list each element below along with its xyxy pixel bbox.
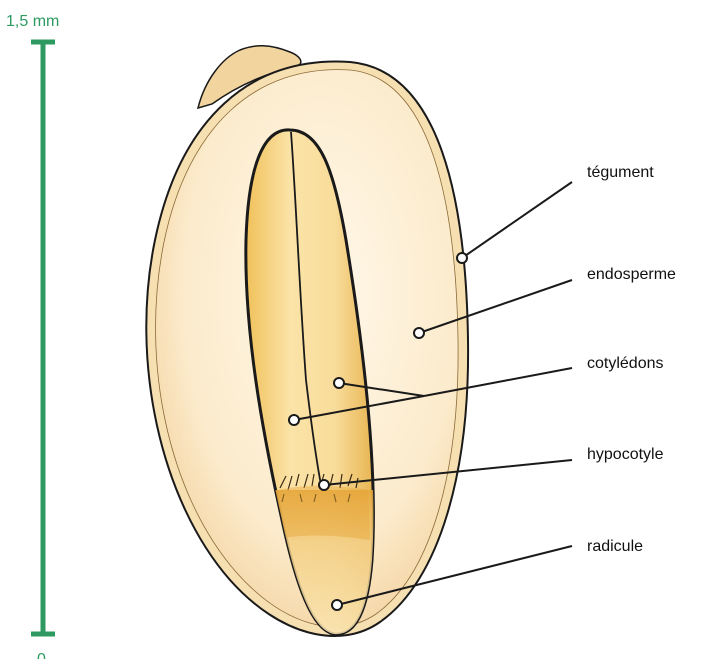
label-radicule: radicule (587, 538, 643, 555)
marker-endosperme (414, 328, 424, 338)
marker-hypocotyle (319, 480, 329, 490)
marker-cotyledon-2 (289, 415, 299, 425)
marker-radicule (332, 600, 342, 610)
scale-bar: 1,5 mm 0 (6, 13, 59, 659)
leader-tegument (462, 182, 572, 258)
label-hypocotyle: hypocotyle (587, 446, 664, 463)
scale-top-label: 1,5 mm (6, 13, 59, 30)
hypocotyl-band (270, 486, 370, 540)
seed (146, 46, 468, 640)
label-cotyledons: cotylédons (587, 355, 664, 372)
label-tegument: tégument (587, 164, 654, 181)
label-endosperme: endosperme (587, 266, 676, 283)
marker-cotyledon-1 (334, 378, 344, 388)
scale-bottom-label: 0 (37, 651, 46, 659)
marker-tegument (457, 253, 467, 263)
